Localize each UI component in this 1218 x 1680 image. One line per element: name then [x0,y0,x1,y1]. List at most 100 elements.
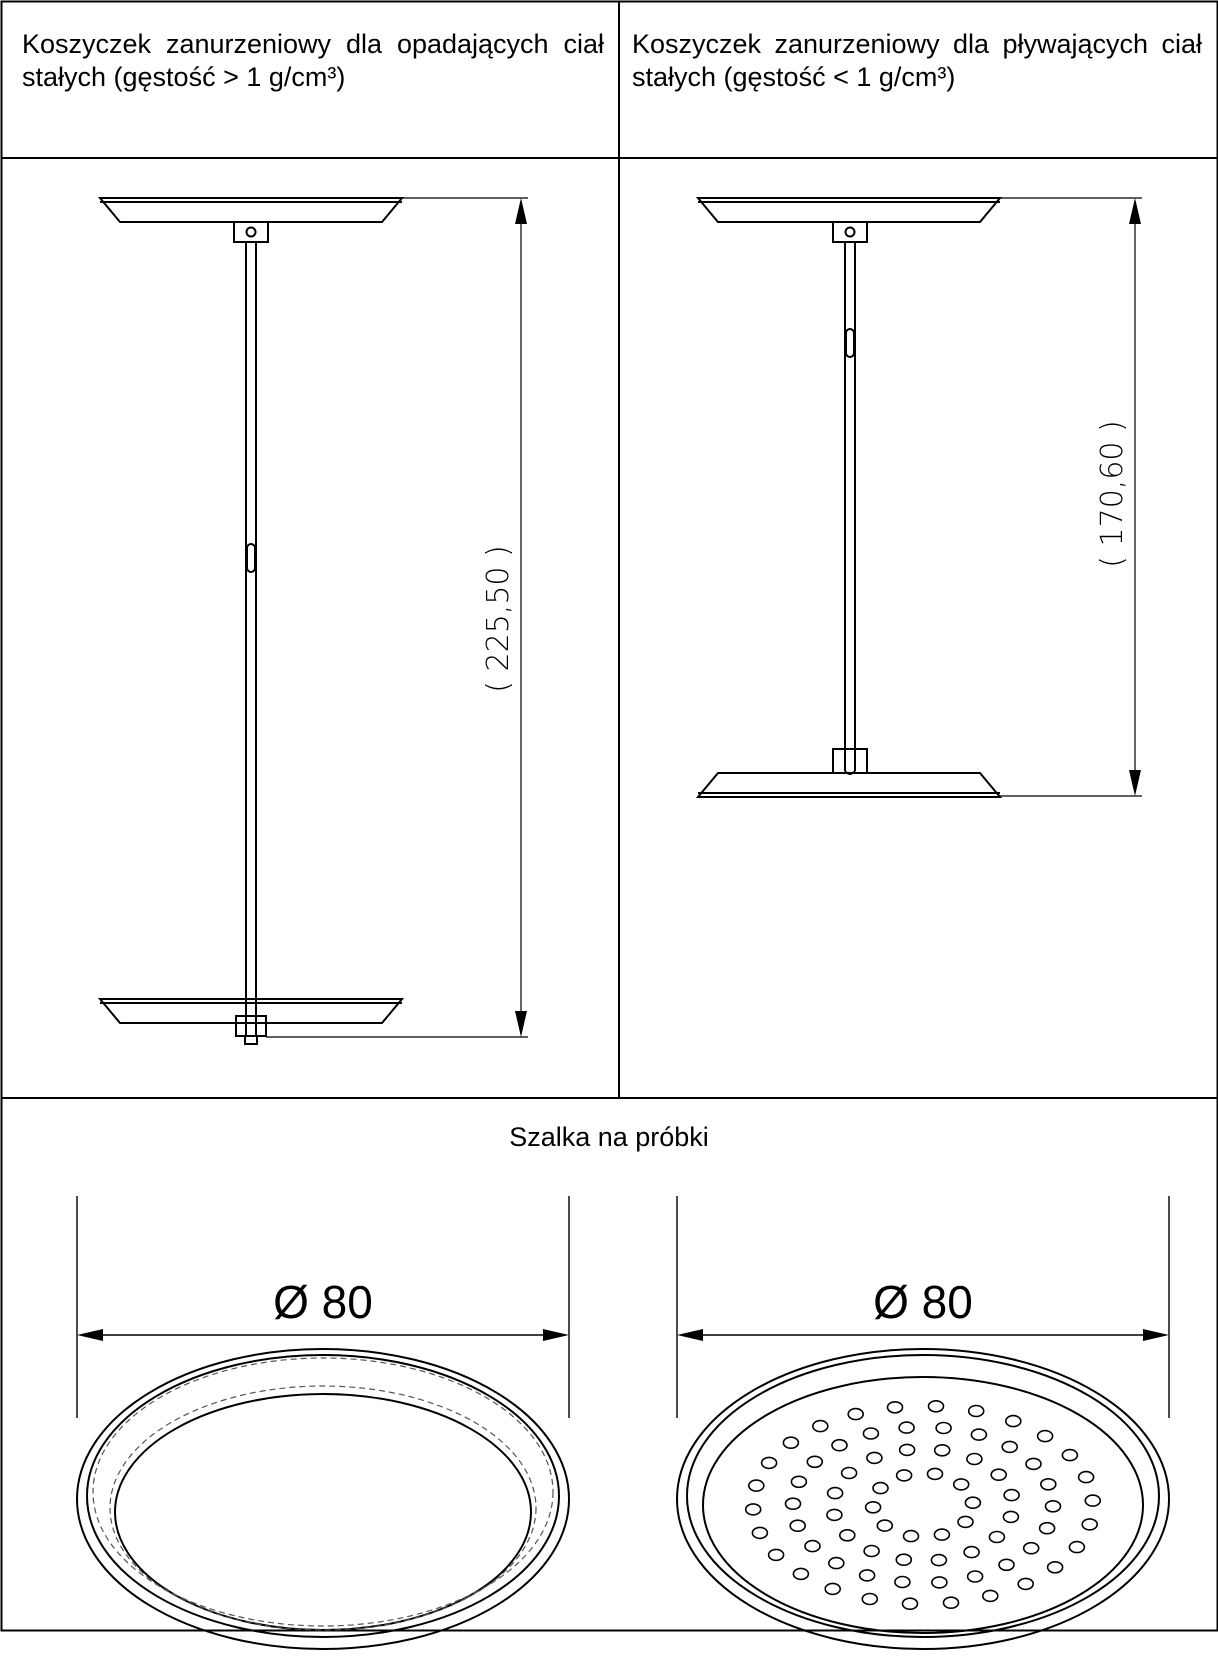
perforation-hole [1022,1541,1040,1555]
pan-rim-inner [86,1354,560,1638]
perforation-hole [876,1519,894,1532]
perforation-hole [981,1589,999,1603]
top-plate [97,197,405,223]
perforation-hole [826,1508,843,1522]
perforation-hole [806,1455,824,1469]
rod-joint [845,328,855,358]
perforation-hole [1084,1494,1102,1507]
rod-joint [246,543,256,573]
perforation-hole [966,1570,984,1583]
perforation-hole [784,1497,802,1511]
hanger-hole [245,226,257,238]
perforation-hole [1044,1499,1062,1513]
perforation-hole [1017,1577,1035,1591]
perforation-hole [1039,1477,1057,1491]
sample-pan-solid-drawing: Ø 80 [76,1196,570,1650]
perforation-hole [990,1468,1008,1482]
left-height-dimension: ( 225,50 ) [481,545,516,692]
perforation-hole [812,1419,829,1433]
perforation-hole [744,1503,762,1516]
perforation-hole [782,1436,800,1450]
perforation-hole [902,1529,920,1543]
floating-basket-drawing: ( 170,60 ) [695,197,1142,798]
perforation-hole [988,1530,1006,1544]
perforation-hole [895,1553,913,1567]
perforation-hole [1001,1440,1019,1454]
header-right-text: Koszyczek zanurzeniowy dla pływających c… [632,29,1202,92]
perforation-holes [744,1400,1102,1611]
perforation-hole [1081,1518,1099,1531]
perforation-hole [1036,1429,1054,1443]
perforation-hole [862,1427,880,1440]
perforation-hole [926,1467,944,1481]
perforation-hole [863,1544,880,1558]
perforation-hole [847,1407,864,1421]
perforation-hole [967,1404,985,1418]
hanger-block [233,221,269,243]
sample-pan-perforated-drawing: Ø 80 [676,1196,1170,1650]
perforation-hole [886,1401,904,1414]
perforation-hole [1025,1457,1042,1471]
perforation-hole [894,1575,911,1589]
perforation-hole [1003,1488,1020,1502]
perforation-hole [931,1576,948,1589]
perforation-hole [1002,1510,1020,1524]
perforation-hole [964,1496,982,1510]
perforation-hole [748,1479,765,1492]
perforation-hole [872,1481,889,1495]
right-height-dimension: ( 170,60 ) [1095,420,1130,567]
perforation-hole [1038,1521,1056,1535]
perforation-hole [898,1421,915,1434]
perforation-hole [824,1582,841,1596]
perforation-hole [751,1526,769,1540]
hanger-hole [844,226,856,238]
perforation-hole [828,1556,845,1570]
pan-floor [114,1393,532,1631]
right-diameter-label: Ø 80 [873,1276,973,1328]
perforation-hole [933,1443,951,1457]
perforation-hole [898,1443,916,1457]
perforation-hole [935,1421,952,1435]
perforation-hole [866,1451,883,1465]
perforation-hole [864,1500,882,1514]
perforation-hole [789,1519,806,1533]
bottom-plate [695,772,1003,798]
perforation-hole [1061,1448,1079,1462]
perforation-hole [930,1553,948,1567]
perforation-hole [963,1545,980,1559]
perforation-hole [966,1452,983,1466]
left-diameter-label: Ø 80 [273,1276,373,1328]
perforation-hole [901,1597,919,1611]
perforation-hole [933,1528,951,1541]
perforation-hole [826,1486,844,1500]
bottom-plate [97,998,405,1024]
sample-pan-title: Szalka na próbki [509,1122,709,1152]
perforation-hole [861,1592,879,1606]
bottom-block [832,748,868,774]
perforation-hole [840,1466,858,1480]
perforation-hole [767,1548,785,1562]
perforation-hole [998,1558,1015,1572]
perforation-hole [760,1456,778,1470]
perforation-hole [804,1539,821,1553]
perforation-hole [1004,1414,1022,1428]
pan-floor [702,1376,1144,1634]
perforation-hole [1077,1470,1095,1484]
perforation-hole [952,1478,970,1491]
sinking-basket-drawing: ( 225,50 ) [97,197,528,1045]
perforation-hole [858,1569,876,1582]
header-left-text: Koszyczek zanurzeniowy dla opadających c… [22,29,604,92]
perforation-hole [957,1515,974,1529]
bottom-block [235,1015,267,1037]
hanger-block [832,221,868,243]
perforation-hole [942,1596,960,1610]
top-plate [695,197,1003,223]
perforation-hole [1046,1560,1064,1574]
perforation-hole [839,1528,856,1542]
perforation-hole [970,1428,988,1441]
perforation-hole [792,1567,810,1581]
perforation-hole [927,1400,945,1413]
pan-outer-rim [676,1348,1170,1650]
perforation-hole [1068,1540,1086,1554]
perforation-hole [895,1469,913,1482]
